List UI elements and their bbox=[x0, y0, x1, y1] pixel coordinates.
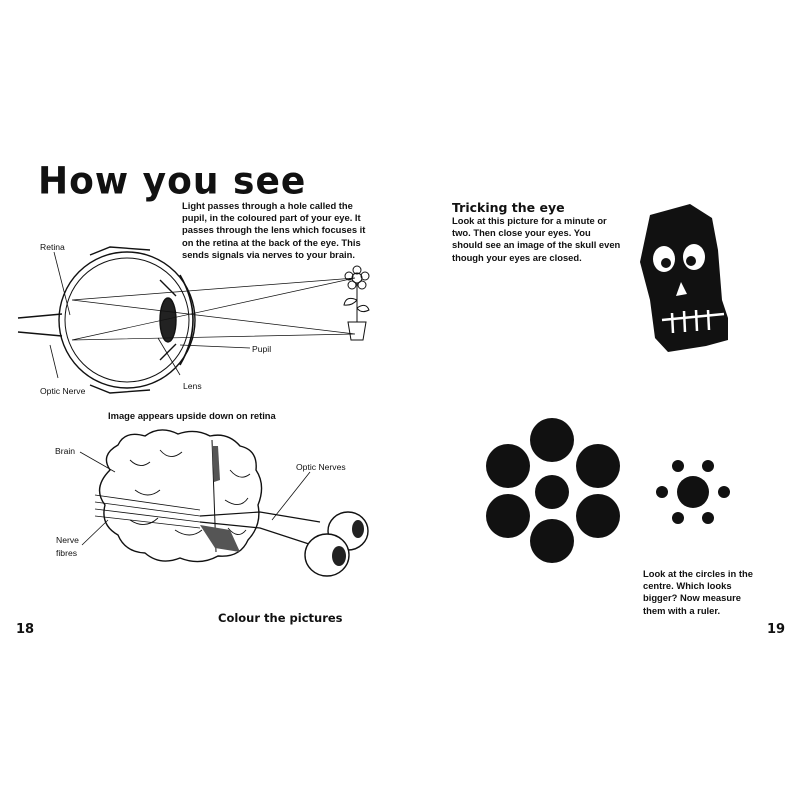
retina-label: Retina bbox=[40, 242, 65, 252]
brain-label: Brain bbox=[55, 446, 76, 456]
pupil-label: Pupil bbox=[252, 344, 272, 354]
optic-nerve-label: Optic Nerve bbox=[40, 386, 86, 396]
circles-question: Look at the circles in the centre. Which… bbox=[643, 568, 753, 616]
nerve-fibres-label-line1: Nerve bbox=[56, 535, 79, 545]
eye-caption: Image appears upside down on retina bbox=[108, 410, 276, 421]
section-heading: Tricking the eye bbox=[452, 200, 565, 215]
page-number-left: 18 bbox=[16, 622, 35, 637]
lens-label: Lens bbox=[183, 381, 202, 391]
colour-instruction: Colour the pictures bbox=[218, 611, 343, 625]
skull-instructions: Look at this picture for a minute or two… bbox=[452, 215, 621, 263]
optic-nerves-label: Optic Nerves bbox=[296, 462, 346, 472]
nerve-fibres-label-line2: fibres bbox=[56, 548, 78, 558]
intro-text: Light passes through a hole called the p… bbox=[182, 200, 366, 260]
page-title: How you see bbox=[38, 160, 307, 204]
flower-icon bbox=[343, 265, 370, 341]
page-number-right: 19 bbox=[767, 622, 786, 637]
